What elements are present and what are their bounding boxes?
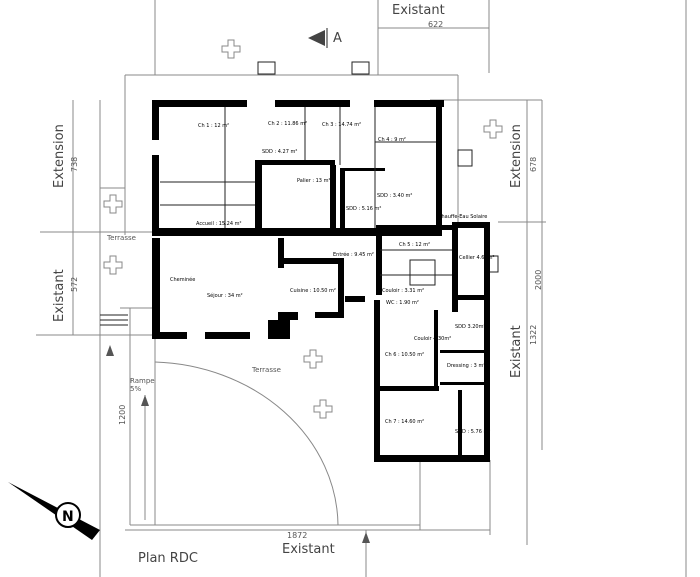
room-ch6: Ch 6 : 10.50 m² — [385, 352, 424, 358]
bottom-existant-label: Existant — [282, 542, 335, 557]
room-sde1: SDD : 4.27 m² — [262, 149, 297, 155]
room-couloir1: Couloir : 3.31 m² — [382, 288, 424, 294]
room-sde2: SDD : 3.40 m² — [377, 193, 412, 199]
room-cuisine: Cuisine : 10.50 m² — [290, 288, 336, 294]
room-ch4: Ch 4 : 9 m² — [378, 137, 406, 143]
room-cellier: Cellier 4.69m² — [459, 255, 494, 261]
left-dim-1200: 1200 — [118, 405, 127, 425]
room-accueil: Accueil : 15.24 m² — [196, 221, 242, 227]
section-marker-label: A — [333, 31, 342, 46]
ramp-arrow-icon — [141, 395, 149, 406]
room-sde4: SDD 3.20m² — [455, 324, 485, 330]
walls — [152, 100, 490, 462]
room-ch1: Ch 1 : 12 m² — [198, 123, 229, 129]
room-ch2: Ch 2 : 11.86 m² — [268, 121, 307, 127]
room-sde5: SDD : 5.76 m² — [455, 429, 490, 435]
terrasse-left-label: Terrasse — [106, 234, 136, 242]
right-extension-label: Extension — [509, 124, 524, 188]
room-sejour: Séjour : 34 m² — [207, 292, 243, 299]
bottom-dim: 1872 — [287, 531, 307, 540]
room-palier: Palier : 13 m² — [297, 178, 330, 184]
rampe-pct: 5% — [130, 385, 141, 393]
room-dressing: Dressing : 3 m² — [447, 363, 485, 369]
chauffe-eau-label: Chauffe-Eau Solaire — [438, 214, 487, 220]
rampe-label: Rampe — [130, 377, 155, 385]
room-entree: Entrée : 9.45 m² — [333, 251, 374, 258]
ramp-arrow-icon — [106, 345, 114, 356]
right-total-dim: 2000 — [534, 270, 543, 290]
right-extension-dim: 678 — [529, 157, 538, 172]
north-arrow-icon: N — [8, 482, 100, 540]
right-existant-dim: 1322 — [529, 325, 538, 345]
room-wc: WC : 1.90 m² — [386, 300, 419, 306]
interior-lines — [160, 107, 452, 286]
section-arrow-icon — [308, 30, 325, 46]
plan-title: Plan RDC — [138, 551, 198, 566]
left-existant-label: Existant — [52, 269, 67, 322]
room-ch5: Ch 5 : 12 m² — [399, 242, 430, 248]
terrace-tables — [103, 39, 503, 419]
right-existant-label: Existant — [509, 325, 524, 378]
svg-text:N: N — [62, 509, 74, 525]
room-ch7: Ch 7 : 14.60 m² — [385, 419, 424, 425]
dimension-lines — [36, 0, 687, 577]
left-extension-label: Extension — [52, 124, 67, 188]
room-sde3: SDD : 5.16 m² — [346, 206, 381, 212]
room-ch3: Ch 3 : 14.74 m² — [322, 122, 361, 128]
cheminee-label: Cheminée — [170, 276, 195, 283]
top-dim: 622 — [428, 20, 443, 29]
room-labels: Ch 1 : 12 m² Ch 2 : 11.86 m² Ch 3 : 14.7… — [196, 121, 494, 435]
top-existant-label: Existant — [392, 3, 445, 18]
entrance-arrow-icon — [362, 532, 370, 543]
left-existant-dim: 572 — [70, 277, 79, 292]
left-extension-dim: 738 — [70, 157, 79, 172]
terrasse-main-label: Terrasse — [251, 366, 281, 374]
room-couloir2: Couloir 4.30m² — [414, 336, 451, 342]
